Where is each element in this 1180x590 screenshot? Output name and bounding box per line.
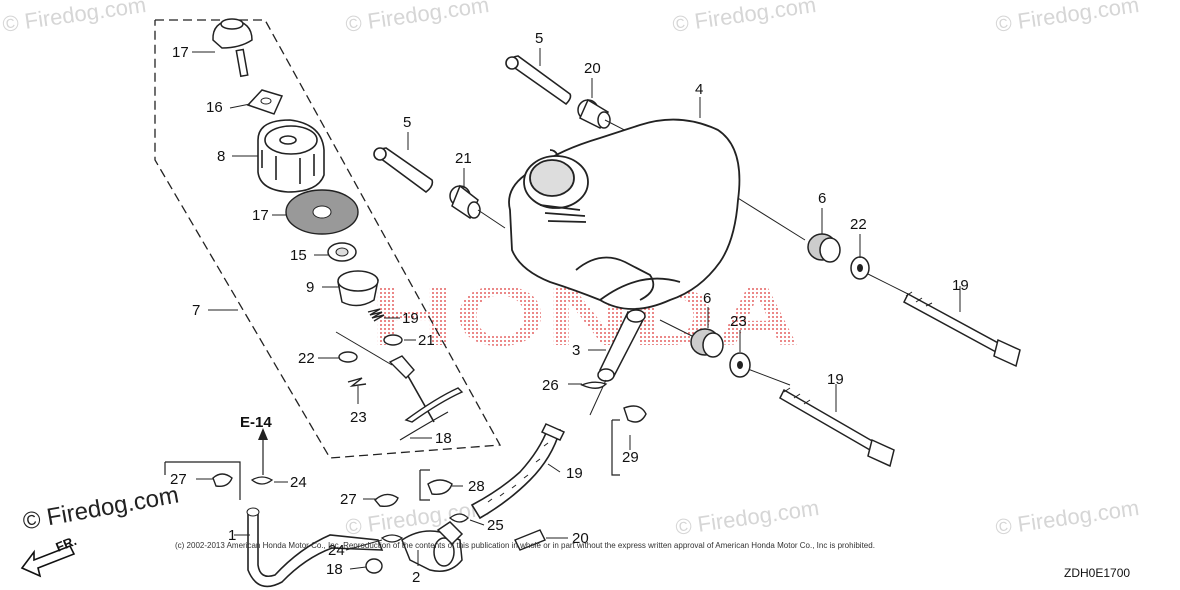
reference-label: E-14 xyxy=(240,414,272,431)
bracket-28 xyxy=(419,470,430,501)
float-rod xyxy=(407,375,435,423)
clip-25-part xyxy=(448,513,469,523)
callout-1: 1 xyxy=(228,527,236,544)
callout-11: 16 xyxy=(206,99,223,116)
callout-17: 21 xyxy=(455,150,472,167)
front-label: FR. xyxy=(54,533,79,555)
guide-line xyxy=(335,331,393,366)
front-arrow: FR. xyxy=(20,533,79,578)
callout-14: 18 xyxy=(435,430,452,447)
callout-21: 22 xyxy=(298,350,315,367)
cap-assembly-frame xyxy=(154,19,502,459)
callout-22: 23 xyxy=(730,313,747,330)
bolt-part xyxy=(779,291,1021,468)
callout-23: 23 xyxy=(350,409,367,426)
float-base xyxy=(388,355,415,379)
hose-end xyxy=(246,507,260,517)
leader-lines xyxy=(192,48,961,570)
callout-20: 20 xyxy=(572,530,589,547)
callout-13: 17 xyxy=(172,44,189,61)
cap-18-part xyxy=(365,558,383,574)
callout-16: 19 xyxy=(566,465,583,482)
diagram-code: ZDH0E1700 xyxy=(1064,566,1131,580)
e14-arrow-head xyxy=(258,428,268,440)
screw-20-part xyxy=(514,529,546,551)
float-wire xyxy=(399,411,449,441)
fuel-valve-part xyxy=(597,309,646,382)
copyright-notice: (c) 2002-2013 American Honda Motor Co., … xyxy=(175,541,875,550)
fuel-cap-part xyxy=(257,119,325,193)
callout-9: 9 xyxy=(306,279,314,296)
washer-part xyxy=(338,351,358,363)
clamp-27-part xyxy=(374,493,399,508)
washer-22-hole xyxy=(737,361,743,369)
callout-3: 3 xyxy=(572,342,580,359)
tube-end xyxy=(540,423,566,441)
mount-rubber-part xyxy=(373,55,572,193)
clip-part xyxy=(347,377,367,388)
callout-4: 4 xyxy=(695,81,703,98)
collar-hole xyxy=(335,247,349,257)
bracket-29 xyxy=(611,420,620,476)
callout-24: 24 xyxy=(328,542,345,559)
callout-19: 19 xyxy=(827,371,844,388)
tube-texture xyxy=(487,442,549,503)
breather-knob-part xyxy=(212,18,253,78)
fuel-tank-part xyxy=(508,118,741,310)
clip-26-part xyxy=(580,381,608,389)
clamp-29-part xyxy=(623,405,647,423)
float-part xyxy=(404,387,464,423)
washer-part xyxy=(383,334,403,346)
callout-17: 20 xyxy=(584,60,601,77)
callout-5: 5 xyxy=(535,30,543,47)
callout-8: 8 xyxy=(217,148,225,165)
callout-15: 19 xyxy=(402,310,419,327)
callout-18: 18 xyxy=(326,561,343,578)
callout-26: 26 xyxy=(542,377,559,394)
callout-28: 28 xyxy=(468,478,485,495)
grommet-part xyxy=(690,233,841,358)
callout-12: 17 xyxy=(252,207,269,224)
seal-disk-hole xyxy=(312,205,332,219)
callout-25: 25 xyxy=(487,517,504,534)
callout-24: 24 xyxy=(290,474,307,491)
callout-6: 6 xyxy=(703,290,711,307)
clamp-27-part xyxy=(212,473,233,488)
fuel-tube-part xyxy=(470,427,562,520)
collar-17-part xyxy=(449,98,611,220)
callout-21: 21 xyxy=(418,332,435,349)
valve-body-part xyxy=(401,521,464,572)
clip-24-part xyxy=(250,476,274,485)
guide-line xyxy=(477,119,911,386)
callout-2: 2 xyxy=(412,569,420,586)
callout-6: 6 xyxy=(818,190,826,207)
gasket-hole xyxy=(260,97,272,105)
washer-22-hole xyxy=(857,264,863,272)
fuel-hose-part xyxy=(247,511,384,588)
callout-22: 22 xyxy=(850,216,867,233)
clamp-28-part xyxy=(427,479,453,495)
callout-27: 27 xyxy=(340,491,357,508)
spring-part xyxy=(367,308,385,322)
clip-24-part xyxy=(380,534,404,543)
callout-10: 15 xyxy=(290,247,307,264)
callout-19: 19 xyxy=(952,277,969,294)
callout-29: 29 xyxy=(622,449,639,466)
callout-27: 27 xyxy=(170,471,187,488)
callout-5: 5 xyxy=(403,114,411,131)
strainer-rim xyxy=(337,270,379,292)
callout-7: 7 xyxy=(192,302,200,319)
bracket-27 xyxy=(164,461,241,500)
